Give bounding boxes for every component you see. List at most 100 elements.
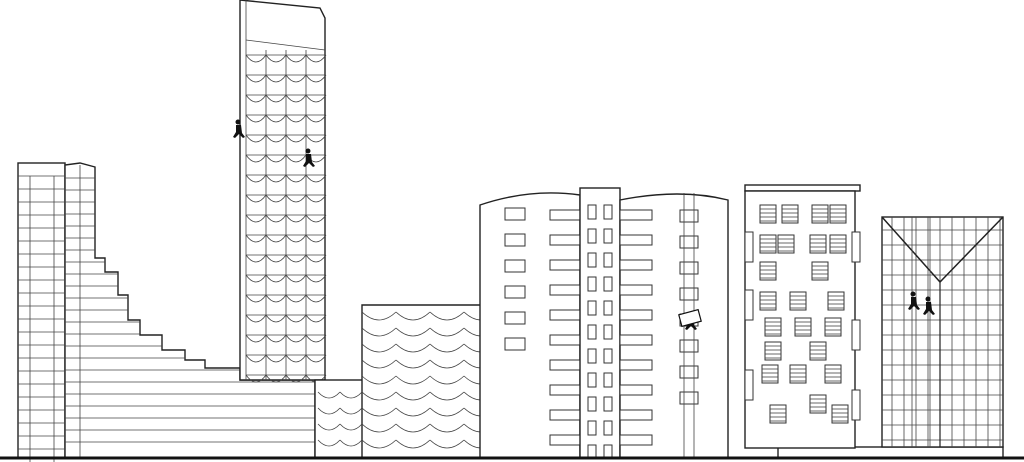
scallop-panel xyxy=(245,234,267,243)
scallop-panel xyxy=(245,74,267,83)
balcony xyxy=(549,359,581,371)
side-shutter xyxy=(851,231,861,263)
window xyxy=(761,364,779,384)
scallop-panel xyxy=(395,311,431,321)
window xyxy=(504,285,526,299)
scallop-panel xyxy=(265,354,287,363)
scallop-panel xyxy=(339,439,363,447)
balcony xyxy=(549,409,581,421)
scallop-panel xyxy=(429,327,465,337)
scallop-panel xyxy=(285,274,307,283)
climber-head xyxy=(235,119,241,125)
scallop-panel xyxy=(339,423,363,431)
scallop-panel xyxy=(429,391,465,401)
scallop-panel xyxy=(245,214,267,223)
carried-sign xyxy=(678,308,702,328)
balcony xyxy=(549,384,581,396)
balcony xyxy=(619,409,653,421)
scallop-panel xyxy=(429,375,465,385)
window xyxy=(603,420,613,436)
scallop-panel xyxy=(245,174,267,183)
window xyxy=(587,324,597,340)
scallop-panel xyxy=(361,327,397,337)
window xyxy=(587,252,597,268)
climber-figure xyxy=(233,119,245,138)
balcony xyxy=(619,234,653,246)
scallop-panel xyxy=(361,423,397,433)
scallop-panel xyxy=(285,74,307,83)
scallop-panel xyxy=(305,294,327,303)
scallop-panel xyxy=(285,354,307,363)
window xyxy=(679,365,699,379)
window xyxy=(811,204,829,224)
climber-body xyxy=(908,297,920,310)
balcony xyxy=(549,284,581,296)
window xyxy=(504,207,526,221)
scallop-panel xyxy=(317,407,341,415)
window xyxy=(679,209,699,223)
scallop-panel xyxy=(395,359,431,369)
window xyxy=(587,276,597,292)
scallop-panel xyxy=(245,374,267,383)
window xyxy=(759,261,777,281)
scallop-panel xyxy=(285,254,307,263)
window xyxy=(603,228,613,244)
window xyxy=(809,341,827,361)
window xyxy=(603,204,613,220)
climber-body xyxy=(923,302,935,315)
scallop-panel xyxy=(285,154,307,163)
window xyxy=(587,348,597,364)
scallop-panel xyxy=(285,114,307,123)
scallop-panel xyxy=(305,354,327,363)
window xyxy=(603,300,613,316)
tall-tower xyxy=(239,0,327,383)
scallop-panel xyxy=(317,439,341,447)
scallop-panel xyxy=(361,343,397,353)
climber-head xyxy=(925,296,931,302)
scallop-panel xyxy=(429,359,465,369)
scallop-panel xyxy=(265,294,287,303)
window xyxy=(603,324,613,340)
side-shutter xyxy=(744,231,754,263)
scallop-panel xyxy=(395,423,431,433)
scallop-panel xyxy=(245,114,267,123)
climber-figure xyxy=(923,296,935,315)
scallop-panel xyxy=(395,327,431,337)
window xyxy=(679,391,699,405)
side-shutter xyxy=(744,369,754,401)
window xyxy=(587,420,597,436)
scallop-panel xyxy=(265,274,287,283)
window xyxy=(679,235,699,249)
balcony xyxy=(549,309,581,321)
scallop-panel xyxy=(265,114,287,123)
side-shutter xyxy=(744,289,754,321)
scallop-panel xyxy=(395,439,431,449)
scallop-panel xyxy=(265,194,287,203)
window xyxy=(603,396,613,412)
window xyxy=(504,259,526,273)
scallop-panel xyxy=(305,254,327,263)
scallop-panel xyxy=(265,314,287,323)
glass-tower xyxy=(881,216,1004,448)
scallop-panel xyxy=(245,294,267,303)
scallop-panel xyxy=(339,407,363,415)
scallop-panel xyxy=(305,74,327,83)
window-midrise xyxy=(744,184,1004,459)
scallop-panel xyxy=(265,54,287,63)
climber-head xyxy=(910,291,916,297)
scallop-panel xyxy=(265,234,287,243)
window xyxy=(504,233,526,247)
window xyxy=(587,228,597,244)
scallop-panel xyxy=(245,54,267,63)
climber-figure xyxy=(303,148,315,167)
scallop-panel xyxy=(285,174,307,183)
roof-cap xyxy=(744,184,861,192)
scallop-panel xyxy=(317,391,341,399)
window xyxy=(829,234,847,254)
window xyxy=(679,287,699,301)
window xyxy=(789,291,807,311)
scallop-panel xyxy=(429,311,465,321)
balcony xyxy=(549,334,581,346)
balcony xyxy=(619,309,653,321)
scallop-panel xyxy=(305,334,327,343)
